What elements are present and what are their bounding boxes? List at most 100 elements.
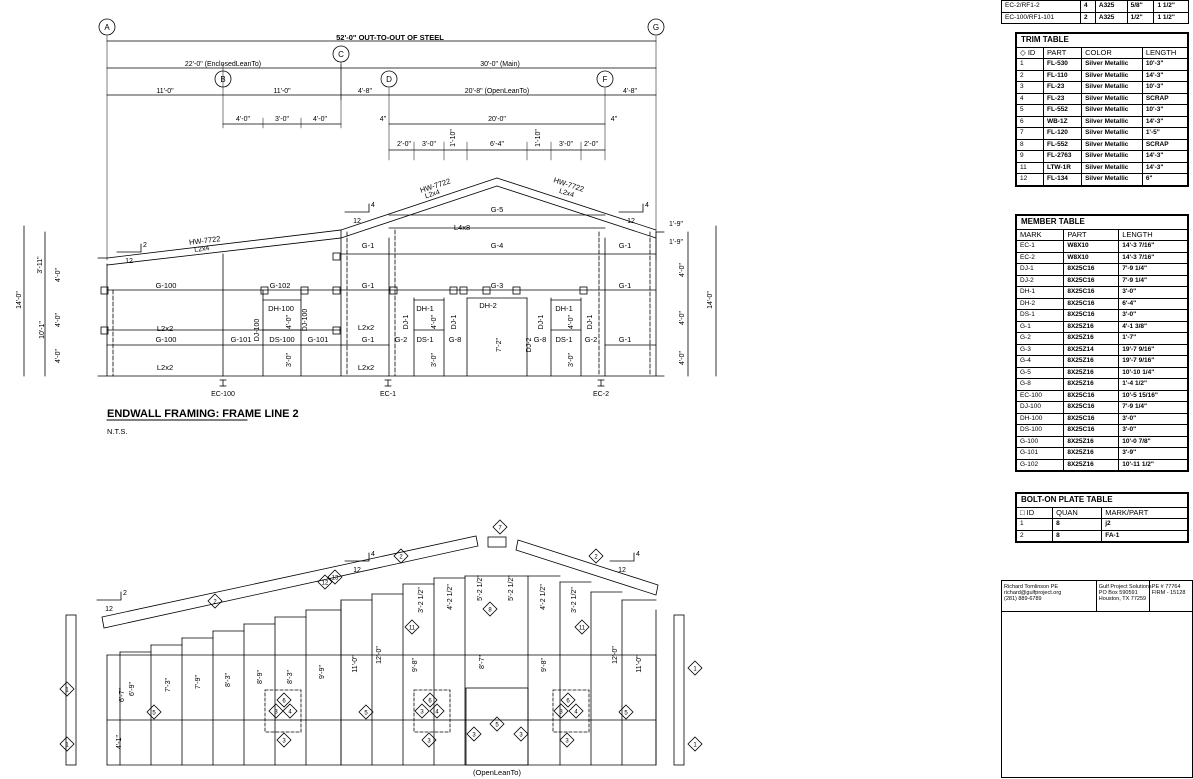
slope-indicator (96, 591, 122, 601)
scale-note: N.T.S. (107, 427, 127, 436)
table-cell-2: 3'-0" (1118, 424, 1188, 437)
trim-tag (560, 692, 576, 708)
grid-label: C (338, 50, 344, 59)
drawing-label: 7'-2" (496, 338, 503, 352)
drawing-label: 4'-0" (236, 116, 250, 123)
drawing-label: 14'-0" (707, 291, 714, 309)
table-cell-2: Silver Metallic (1081, 127, 1143, 140)
trim-tag-label: 5 (152, 711, 156, 717)
trim-tag (282, 703, 298, 719)
trim-tag (276, 732, 292, 748)
grid-label: A (104, 23, 110, 32)
table-cell-2: Silver Metallic (1081, 69, 1143, 82)
drawing-label: 3'-0" (422, 141, 436, 148)
drawing-label: 1'-10" (535, 129, 542, 147)
table-cell-1: FL-530 (1042, 58, 1083, 71)
window-opening (264, 689, 302, 733)
drawing-label: 3'-0" (431, 353, 438, 367)
trim-tag-label: 3 (565, 739, 569, 745)
member-table-title: MEMBER TABLE (1016, 215, 1188, 230)
bolt-mark (332, 252, 341, 261)
table-cell-1: 8X25C16 (1063, 286, 1120, 299)
member-label: G-8 (449, 335, 462, 344)
member-label: DJ-1 (451, 315, 458, 330)
member-label: G-1 (362, 335, 375, 344)
header-cell-0: ◇ ID (1016, 46, 1044, 59)
table-cell-0: EC-100 (1015, 389, 1065, 402)
table-cell-2: Silver Metallic (1081, 138, 1143, 151)
table-cell-3: 5/8" (1126, 0, 1155, 13)
rafter-label: L2x4 (194, 245, 210, 254)
drawing-label: 4'-8" (623, 88, 637, 95)
door-opening (465, 687, 529, 766)
trim-tag (276, 692, 292, 708)
endwall-sheeting-elevation (59, 519, 703, 766)
trim-tag-label: 5 (364, 711, 368, 717)
member-label: DH-2 (479, 301, 497, 310)
trim-tag (421, 732, 437, 748)
company-info: Gulf Project Solutions PO Box 590591 Hou… (1097, 581, 1152, 611)
member-label: DS-100 (269, 335, 294, 344)
header-cell-1: PART (1063, 228, 1120, 241)
table-cell-0: 8 (1016, 138, 1044, 151)
drawing-label: 4'-0" (679, 351, 686, 365)
table-cell-1: 2 (1079, 11, 1096, 24)
header-cell-0: □ ID (1015, 506, 1054, 519)
trim-tag (207, 593, 223, 609)
bolt-mark (449, 286, 458, 295)
table-cell-0: G-101 (1015, 447, 1065, 460)
trim-tag-label: 6 (282, 699, 286, 705)
table-cell-2: A325 (1094, 11, 1128, 24)
trim-tag (59, 736, 75, 752)
table-cell-2: 10'-0 7/8" (1118, 435, 1188, 448)
drawing-label: 4 (645, 202, 649, 209)
table-cell-0: 2 (1015, 529, 1054, 542)
bolt-mark (332, 286, 341, 295)
trim-tag-label: 5 (624, 711, 628, 717)
grid-label: G (653, 23, 659, 32)
drawing-label: 12 (627, 218, 635, 225)
rafter-label: L2x4 (424, 189, 441, 200)
trim-tag (568, 703, 584, 719)
table-cell-1: FL-552 (1042, 104, 1083, 117)
table-cell-1: LTW-1R (1042, 161, 1083, 174)
window-opening (552, 689, 590, 733)
table-cell-0: G-8 (1015, 378, 1065, 391)
table-cell-1: 8X25Z14 (1063, 343, 1120, 356)
drawing-label: 12 (353, 218, 361, 225)
eave-trim-right (515, 539, 659, 596)
trim-tag (482, 601, 498, 617)
table-cell-2: 7'-9 1/4" (1118, 274, 1188, 287)
header-cell-0: MARK (1015, 228, 1065, 241)
trim-tag (146, 704, 162, 720)
trim-tag (492, 519, 508, 535)
trim-table-title: TRIM TABLE (1016, 33, 1188, 48)
table-cell-0: 11 (1016, 161, 1044, 174)
trim-tag (466, 726, 482, 742)
drawing-label: 4 (371, 551, 375, 558)
trim-tag (59, 681, 75, 697)
table-cell-2: 19'-7 9/16" (1118, 355, 1188, 368)
license-info: PE # 77764 FIRM - 15128 (1151, 584, 1186, 596)
drawing-label: 3'-11" (37, 256, 44, 274)
table-cell-1: 8X25Z16 (1063, 366, 1120, 379)
panel-length: 3'-2 1/2" (571, 587, 578, 613)
table-cell-2: 3'-0" (1118, 309, 1188, 322)
column-mark: EC-2 (593, 391, 609, 398)
drawing-label: 12 (618, 567, 626, 574)
drawing-label: 1'-9" (669, 239, 683, 246)
drawing-label: 4'-0" (55, 349, 62, 363)
